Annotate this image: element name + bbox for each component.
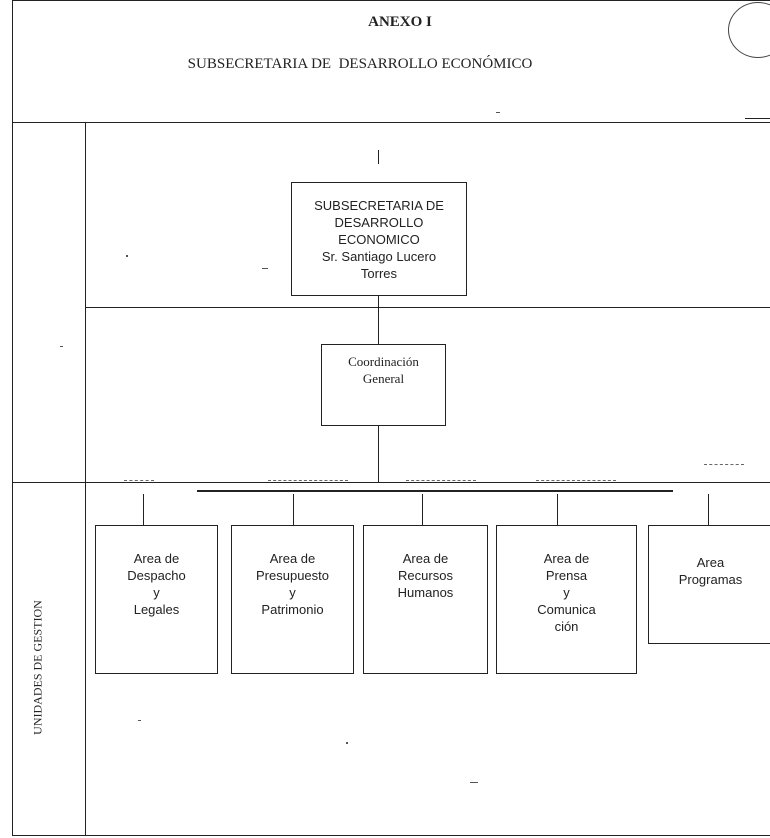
area-box-prensa: Area de Prensa y Comunica ción [496,525,637,674]
right-edge-tick [745,118,770,119]
scan-dash-5 [704,464,744,465]
band-divider-1 [85,307,770,308]
area-box-recursos-humanos: Area de Recursos Humanos [363,525,488,674]
side-label: UNIDADES DE GESTION [30,600,45,735]
scan-speck [60,346,63,347]
connector-area-1 [143,494,144,525]
connector-area-3 [422,494,423,525]
scan-speck [496,112,500,113]
coordination-box: Coordinación General [321,344,446,426]
scan-dash-1 [124,480,154,481]
scan-dash-3 [406,480,476,481]
connector-area-4 [557,494,558,525]
scan-speck [346,742,348,744]
connector-area-5 [708,494,709,525]
area-box-programas: Area Programas [648,525,770,644]
header-subtitle: SUBSECRETARIA DE DESARROLLO ECONÓMICO [187,56,533,72]
areas-bus-line [197,490,673,492]
side-column-divider [85,122,86,836]
top-unit-box: SUBSECRETARIA DE DESARROLLO ECONOMICO Sr… [291,182,467,296]
connector-top-to-coord [378,296,379,344]
area-box-presupuesto: Area de Presupuesto y Patrimonio [231,525,354,674]
connector-area-2 [293,494,294,525]
connector-top [378,150,379,164]
band-divider-2 [12,482,770,483]
scan-speck [138,720,141,721]
scan-speck [126,255,128,257]
scan-speck [470,782,478,783]
scan-speck [262,268,268,269]
chart-frame [12,122,770,836]
scan-dash-4 [536,480,616,481]
document-title: ANEXO I [368,14,432,30]
connector-coord-down [378,426,379,482]
scan-dash-2 [268,480,348,481]
area-box-despacho: Area de Despacho y Legales [95,525,218,674]
